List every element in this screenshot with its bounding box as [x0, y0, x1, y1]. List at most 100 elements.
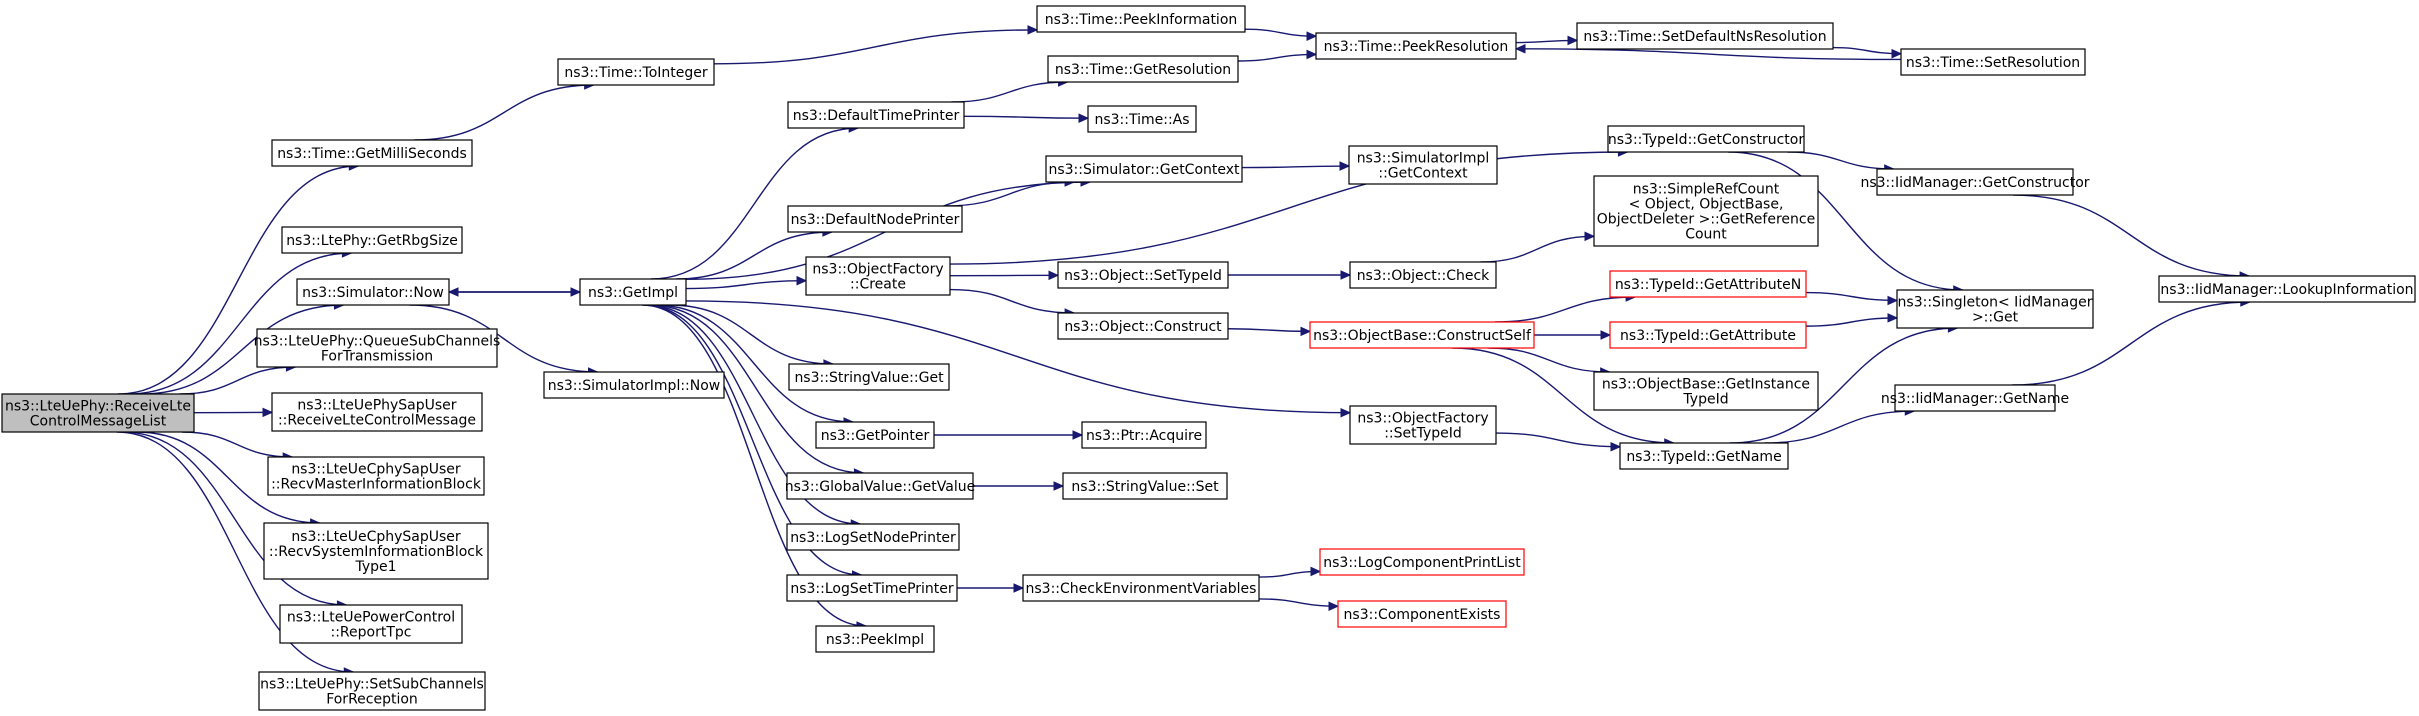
- node-iidMgrGetName[interactable]: ns3::IidManager::GetName: [1881, 384, 2069, 412]
- node-label-singletonGet-1: >::Get: [1972, 310, 2019, 326]
- node-getPointer[interactable]: ns3::GetPointer: [815, 421, 935, 449]
- node-recvMib[interactable]: ns3::LteUeCphySapUser::RecvMasterInforma…: [267, 456, 485, 496]
- node-defaultNodePrinter[interactable]: ns3::DefaultNodePrinter: [787, 205, 963, 233]
- node-logComponentPrintList[interactable]: ns3::LogComponentPrintList: [1319, 548, 1525, 576]
- node-iidMgrLookupInfo[interactable]: ns3::IidManager::LookupInformation: [2158, 275, 2416, 303]
- node-objFactorySetTypeId[interactable]: ns3::ObjectFactory::SetTypeId: [1349, 405, 1497, 445]
- node-simImplNow[interactable]: ns3::SimulatorImpl::Now: [543, 371, 725, 399]
- arrowhead-getImpl-to-objFactoryCreate: [796, 275, 808, 286]
- node-stringValueGet[interactable]: ns3::StringValue::Get: [788, 363, 950, 391]
- node-typeIdGetAttribute[interactable]: ns3::TypeId::GetAttribute: [1609, 321, 1807, 349]
- node-label-recvMib-1: ::RecvMasterInformationBlock: [271, 477, 482, 493]
- node-label-checkEnvVars-0: ns3::CheckEnvironmentVariables: [1026, 581, 1257, 597]
- node-box-reportTpc: [279, 604, 463, 644]
- node-label-iidMgrLookupInfo-0: ns3::IidManager::LookupInformation: [2160, 282, 2413, 298]
- node-label-iidMgrGetName-0: ns3::IidManager::GetName: [1881, 391, 2069, 407]
- node-objCheck[interactable]: ns3::Object::Check: [1349, 261, 1497, 289]
- arrowhead-defaultTimePrinter-to-timeAs: [1078, 113, 1090, 123]
- node-box-getPointer: [815, 421, 935, 449]
- node-reportTpc[interactable]: ns3::LteUePowerControl::ReportTpc: [279, 604, 463, 644]
- node-simImplGetContext[interactable]: ns3::SimulatorImpl::GetContext: [1348, 145, 1498, 185]
- node-typeIdGetConstructor[interactable]: ns3::TypeId::GetConstructor: [1607, 125, 1805, 153]
- node-label-recvMib-0: ns3::LteUeCphySapUser: [291, 462, 461, 478]
- edge-getImpl-to-objFactorySetTypeId: [685, 300, 1351, 414]
- node-recvSib[interactable]: ns3::LteUeCphySapUser::RecvSystemInforma…: [263, 522, 489, 580]
- node-box-ptrAcquire: [1081, 421, 1207, 449]
- node-label-recvSib-2: Type1: [354, 559, 396, 575]
- edge-toInteger-to-peekInformation: [713, 29, 1038, 65]
- node-getMilliSeconds[interactable]: ns3::Time::GetMilliSeconds: [271, 139, 473, 167]
- node-setSubChannels[interactable]: ns3::LteUePhy::SetSubChannelsForReceptio…: [258, 671, 486, 711]
- arrowhead-logSetTimePrinter-to-checkEnvVars: [1013, 583, 1025, 593]
- node-label-getContext-0: ns3::Simulator::GetContext: [1048, 162, 1240, 178]
- node-iidMgrGetConstructor[interactable]: ns3::IidManager::GetConstructor: [1860, 168, 2090, 196]
- node-getContext[interactable]: ns3::Simulator::GetContext: [1045, 155, 1243, 183]
- arrowhead-globalValueGetValue-to-stringValueSet: [1053, 481, 1065, 491]
- node-globalValueGetValue[interactable]: ns3::GlobalValue::GetValue: [785, 472, 975, 500]
- node-label-setDefaultNsRes-0: ns3::Time::SetDefaultNsResolution: [1583, 29, 1826, 45]
- node-objBaseConstructSelf[interactable]: ns3::ObjectBase::ConstructSelf: [1309, 321, 1535, 349]
- node-simulatorNow[interactable]: ns3::Simulator::Now: [296, 278, 450, 306]
- node-timeAs[interactable]: ns3::Time::As: [1087, 105, 1197, 133]
- node-ptrAcquire[interactable]: ns3::Ptr::Acquire: [1081, 421, 1207, 449]
- arrowhead-objConstruct-to-objBaseConstructSelf: [1300, 326, 1312, 337]
- node-getImpl[interactable]: ns3::GetImpl: [579, 278, 687, 306]
- node-receiveLteCtrlMsg[interactable]: ns3::LteUePhySapUser::ReceiveLteControlM…: [271, 392, 483, 432]
- edge-root-to-getMilliSeconds: [118, 165, 359, 395]
- node-box-recvMib: [267, 456, 485, 496]
- node-peekResolution[interactable]: ns3::Time::PeekResolution: [1315, 32, 1517, 60]
- node-label-reportTpc-0: ns3::LteUePowerControl: [287, 610, 455, 626]
- node-label-simpleRefCount-3: Count: [1685, 227, 1727, 243]
- node-box-checkEnvVars: [1022, 574, 1260, 602]
- node-queueSubChannels[interactable]: ns3::LteUePhy::QueueSubChannelsForTransm…: [254, 328, 501, 368]
- node-label-simImplGetContext-1: ::GetContext: [1378, 166, 1468, 182]
- node-box-simulatorNow: [296, 278, 450, 306]
- node-defaultTimePrinter[interactable]: ns3::DefaultTimePrinter: [787, 101, 965, 129]
- node-typeIdGetAttributeN[interactable]: ns3::TypeId::GetAttributeN: [1609, 270, 1807, 298]
- node-setResolution[interactable]: ns3::Time::SetResolution: [1900, 48, 2086, 76]
- node-typeIdGetName[interactable]: ns3::TypeId::GetName: [1619, 442, 1789, 470]
- node-stringValueSet[interactable]: ns3::StringValue::Set: [1062, 472, 1228, 500]
- edge-objFactorySetTypeId-to-typeIdGetName: [1495, 432, 1621, 448]
- arrowhead-objCheck-to-simpleRefCount: [1584, 231, 1596, 242]
- node-logSetNodePrinter[interactable]: ns3::LogSetNodePrinter: [786, 523, 960, 551]
- node-label-iidMgrGetConstructor-0: ns3::IidManager::GetConstructor: [1860, 175, 2089, 191]
- edge-defaultTimePrinter-to-getResolution: [951, 81, 1068, 103]
- edge-objConstruct-to-objBaseConstructSelf: [1227, 328, 1311, 333]
- node-label-objSetTypeId-0: ns3::Object::SetTypeId: [1064, 268, 1222, 284]
- node-box-iidMgrLookupInfo: [2158, 275, 2416, 303]
- node-label-recvSib-0: ns3::LteUeCphySapUser: [291, 529, 461, 545]
- node-objConstruct[interactable]: ns3::Object::Construct: [1057, 312, 1229, 340]
- node-objFactoryCreate[interactable]: ns3::ObjectFactory::Create: [805, 256, 951, 296]
- node-checkEnvVars[interactable]: ns3::CheckEnvironmentVariables: [1022, 574, 1260, 602]
- node-setDefaultNsRes[interactable]: ns3::Time::SetDefaultNsResolution: [1576, 22, 1834, 50]
- node-componentExists[interactable]: ns3::ComponentExists: [1337, 600, 1507, 628]
- node-singletonGet[interactable]: ns3::Singleton< IidManager >::Get: [1896, 289, 2094, 329]
- edge-defaultTimePrinter-to-timeAs: [963, 115, 1089, 119]
- node-toInteger[interactable]: ns3::Time::ToInteger: [557, 58, 715, 86]
- node-box-iidMgrGetConstructor: [1876, 168, 2074, 196]
- node-getRbgSize[interactable]: ns3::LtePhy::GetRbgSize: [281, 226, 463, 254]
- node-label-peekResolution-0: ns3::Time::PeekResolution: [1324, 39, 1509, 55]
- edge-objFactoryCreate-to-objConstruct: [949, 288, 1075, 314]
- edge-iidMgrGetConstructor-to-iidMgrLookupInfo: [2012, 194, 2250, 277]
- arrowhead-toInteger-to-peekInformation: [1027, 25, 1039, 35]
- node-objSetTypeId[interactable]: ns3::Object::SetTypeId: [1057, 261, 1229, 289]
- node-getResolution[interactable]: ns3::Time::GetResolution: [1047, 55, 1239, 83]
- edge-objBaseConstructSelf-to-objBaseGetInstanceTypeId: [1487, 347, 1610, 373]
- node-box-stringValueSet: [1062, 472, 1228, 500]
- node-root[interactable]: ns3::LteUePhy::ReceiveLteControlMessageL…: [1, 393, 195, 433]
- node-simpleRefCount[interactable]: ns3::SimpleRefCount< Object, ObjectBase,…: [1593, 175, 1819, 247]
- node-peekImpl[interactable]: ns3::PeekImpl: [815, 625, 935, 653]
- node-box-componentExists: [1337, 600, 1507, 628]
- node-peekInformation[interactable]: ns3::Time::PeekInformation: [1036, 5, 1246, 33]
- node-box-simpleRefCount: [1593, 175, 1819, 247]
- node-label-root-0: ns3::LteUePhy::ReceiveLte: [5, 399, 191, 415]
- node-label-getImpl-0: ns3::GetImpl: [588, 285, 678, 301]
- edge-objFactoryCreate-to-typeIdGetConstructor: [949, 151, 1628, 265]
- node-label-typeIdGetAttribute-0: ns3::TypeId::GetAttribute: [1620, 328, 1796, 344]
- edge-root-to-getRbgSize: [128, 252, 352, 395]
- edge-typeIdGetAttributeN-to-singletonGet: [1805, 291, 1898, 302]
- node-logSetTimePrinter[interactable]: ns3::LogSetTimePrinter: [786, 574, 958, 602]
